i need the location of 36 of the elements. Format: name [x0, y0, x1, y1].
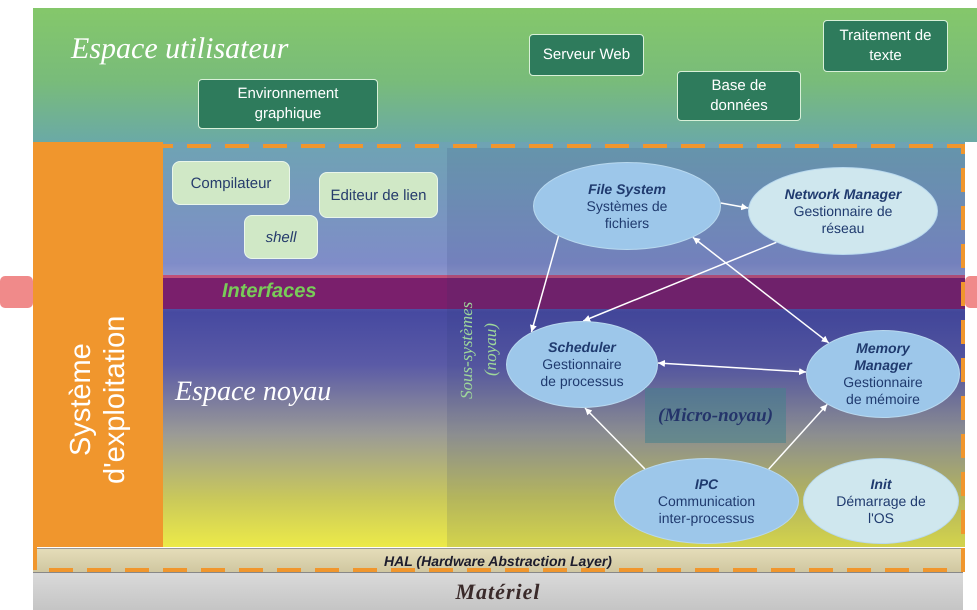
hardware-band: Matériel: [33, 572, 963, 610]
application-box: Base de données: [677, 71, 801, 121]
arrow: [692, 236, 830, 344]
subsystem-description: Démarrage de l'OS: [835, 492, 927, 526]
application-box: Serveur Web: [529, 34, 644, 76]
subsystem-name: File System: [588, 180, 666, 198]
subsystem-description: Gestionnaire de processus: [539, 356, 625, 390]
tool-box: Compilateur: [172, 161, 290, 205]
column-title: Système d'exploitation: [64, 314, 132, 486]
region-label: Espace noyau: [175, 376, 332, 408]
panel-title: Sous-systèmes (noyau): [456, 300, 501, 401]
band-title: Espace utilisateur: [71, 32, 288, 66]
subsystem-name: Network Manager: [784, 186, 902, 202]
arrow: [658, 360, 806, 376]
subsystem-name: Memory Manager: [853, 340, 914, 374]
subsystem-description: Communication inter-processus: [656, 492, 756, 526]
subsystems-panel: [447, 148, 965, 547]
subsystem-name: Init: [870, 476, 892, 492]
subsystem-name: IPC: [694, 476, 718, 492]
arrow: [530, 236, 560, 332]
subsystem-name: Scheduler: [548, 339, 616, 356]
user-space-band: [33, 8, 977, 142]
application-box: Traitement de texte: [823, 20, 948, 72]
band-title: Interfaces: [222, 280, 316, 303]
tool-box: Editeur de lien: [319, 172, 438, 218]
subsystem-description: Systèmes de fichiers: [586, 198, 668, 232]
tool-box: shell: [244, 215, 318, 259]
os-column: [33, 142, 163, 547]
arrow: [720, 202, 748, 210]
microkernel-box: (Micro-noyau): [645, 388, 786, 443]
subsystem-description: Gestionnaire de mémoire: [842, 374, 924, 408]
application-box: Environnement graphique: [198, 79, 378, 129]
arrow: [582, 242, 777, 322]
arrow: [584, 407, 646, 470]
arrow: [768, 404, 828, 470]
subsystem-description: Gestionnaire de réseau: [792, 202, 894, 236]
